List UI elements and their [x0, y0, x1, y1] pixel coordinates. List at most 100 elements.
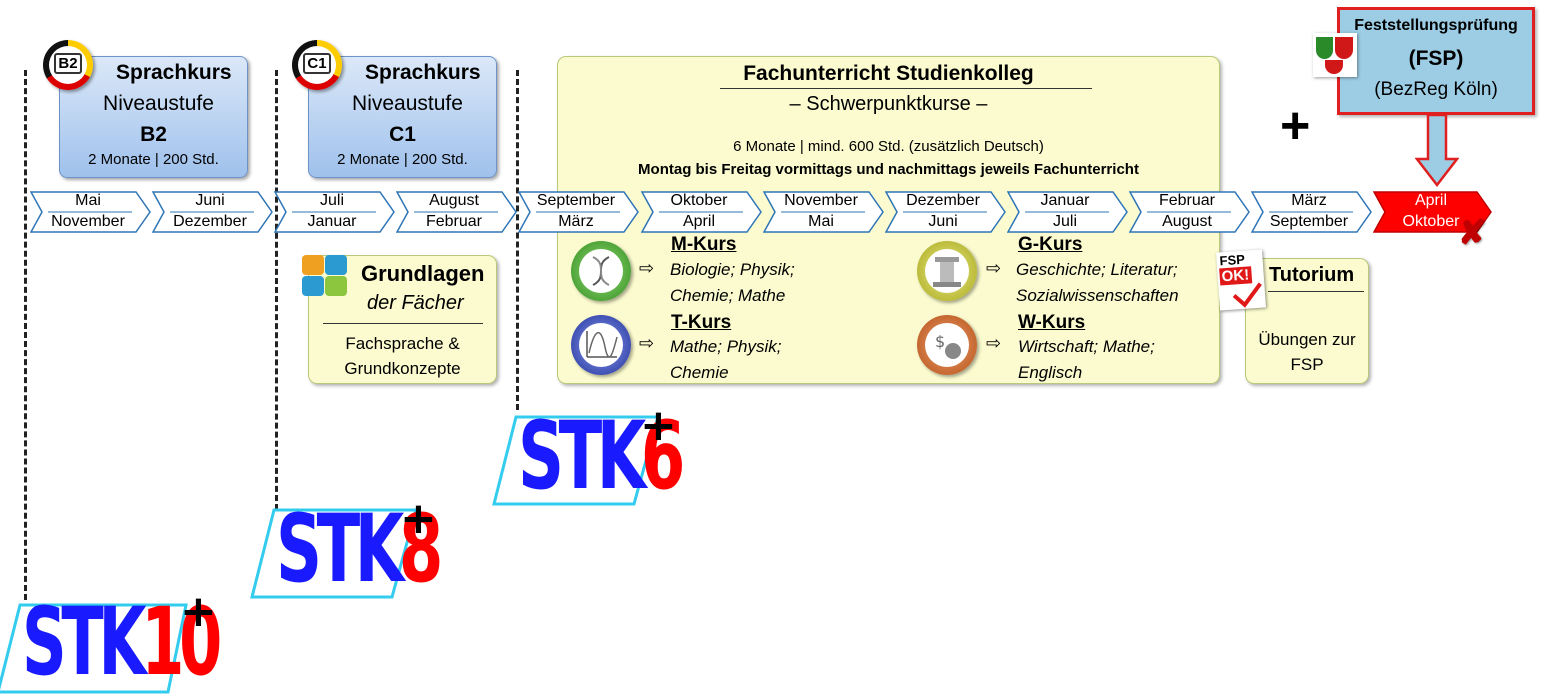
timeline-month-3-first: August [429, 192, 479, 209]
g-kurs-arrow-icon: ⇨ [986, 258, 1002, 278]
timeline-month-9-first: Februar [1158, 192, 1216, 209]
exam-x-icon: ✘ [1458, 214, 1487, 252]
tutorium-line1: Übungen zur [1258, 330, 1356, 349]
timeline-month-9-second: August [1162, 213, 1212, 230]
sprachkurs-c1-duration: 2 Monate | 200 Std. [337, 151, 468, 168]
stk8-plus: + [400, 493, 437, 544]
timeline-month-11-second: Oktober [1402, 213, 1460, 230]
timeline-month-0-second: November [51, 213, 125, 230]
g-kurs-line2: Sozialwissenschaften [1016, 286, 1179, 305]
grundlagen-subtitle: der Fächer [367, 292, 464, 314]
graph-icon [571, 315, 631, 375]
timeline-month-6-first: November [784, 192, 858, 209]
timeline-month-7-first: Dezember [906, 192, 980, 209]
t-kurs-arrow-icon: ⇨ [639, 333, 655, 353]
timeline-month-1-first: Juni [195, 192, 225, 209]
stk6-logo: STK6 + [492, 404, 685, 508]
stk8-number: 8 [398, 495, 444, 604]
stk6-prefix: STK [518, 402, 646, 511]
dna-icon [571, 241, 631, 301]
fachunterricht-info2: Montag bis Freitag vormittags und nachmi… [638, 161, 1139, 178]
t-kurs-line2: Chemie [670, 363, 729, 382]
timeline-month-10-first: März [1291, 192, 1327, 209]
grundlagen-title: Grundlagen [361, 261, 485, 286]
stk10-number: 10 [141, 588, 222, 697]
puzzle-icon [302, 255, 348, 297]
c1-book-icon: C1 [292, 40, 342, 90]
timeline-month-6-second: Mai [808, 213, 834, 230]
t-kurs-line1: Mathe; Physik; [670, 337, 782, 356]
column-icon [917, 241, 977, 301]
timeline-month-7-second: Juni [928, 213, 958, 230]
g-kurs-line1: Geschichte; Literatur; [1016, 260, 1178, 279]
timeline-month-0-first: Mai [75, 192, 101, 209]
separator-stk8 [275, 70, 278, 510]
t-kurs-name: T-Kurs [671, 312, 732, 333]
stk6-plus: + [640, 400, 677, 451]
grundlagen-line2: Grundkonzepte [344, 359, 461, 378]
nrw-coat-of-arms-icon [1313, 33, 1357, 77]
timeline-month-1-second: Dezember [173, 213, 247, 230]
fsp-title: Feststellungsprüfung [1354, 17, 1518, 34]
fsp-abbr: (FSP) [1408, 47, 1464, 70]
timeline-month-5-first: Oktober [670, 192, 728, 209]
stk10-logo: STK10 + [0, 590, 222, 694]
w-kurs-name: W-Kurs [1018, 312, 1086, 333]
fsp-ok-icon: FSP OK! [1216, 249, 1266, 311]
m-kurs-line1: Biologie; Physik; [670, 260, 795, 279]
timeline-month-8-second: Juli [1052, 213, 1077, 230]
money-icon: $ [917, 315, 977, 375]
w-kurs-line2: Englisch [1018, 363, 1083, 382]
timeline-month-4-second: März [558, 213, 594, 230]
sprachkurs-c1-box: Sprachkurs Niveaustufe C1 2 Monate | 200… [308, 56, 497, 178]
sprachkurs-c1-level: C1 [389, 123, 416, 146]
stk6-number: 6 [640, 402, 686, 511]
sprachkurs-b2-title: Sprachkurs [116, 61, 232, 84]
w-kurs-line1: Wirtschaft; Mathe; [1018, 337, 1155, 356]
timeline-month-11-first: April [1414, 192, 1447, 209]
grundlagen-line1: Fachsprache & [345, 334, 460, 353]
tutorium-title: Tutorium [1269, 264, 1355, 286]
sprachkurs-b2-duration: 2 Monate | 200 Std. [88, 151, 219, 168]
tutorium-box: Tutorium Übungen zur FSP [1245, 258, 1369, 384]
tutorium-line2: FSP [1290, 355, 1324, 374]
timeline-month-2-second: Januar [307, 213, 357, 230]
fachunterricht-title: Fachunterricht Studienkolleg [743, 62, 1034, 85]
c1-badge-text: C1 [303, 53, 331, 74]
separator-stk6 [516, 70, 519, 410]
fachunterricht-subtitle: – Schwerpunktkurse – [789, 93, 988, 115]
separator-stk10 [24, 70, 27, 600]
fsp-authority: (BezReg Köln) [1374, 79, 1498, 100]
timeline-month-2-first: Juli [319, 192, 344, 209]
stk10-prefix: STK [22, 588, 147, 697]
stk8-prefix: STK [276, 495, 404, 604]
tutorium-rule [1268, 291, 1364, 292]
sprachkurs-c1-subtitle: Niveaustufe [352, 92, 463, 115]
plus-sign: + [1280, 97, 1311, 155]
fsp-box: Feststellungsprüfung (FSP) (BezReg Köln) [1337, 7, 1535, 115]
sprachkurs-b2-level: B2 [140, 123, 167, 146]
stk8-logo: STK8 + [250, 497, 443, 605]
stk10-plus: + [180, 586, 217, 637]
w-kurs-arrow-icon: ⇨ [986, 333, 1002, 353]
grundlagen-rule [323, 323, 483, 324]
timeline-month-8-first: Januar [1040, 192, 1090, 209]
m-kurs-name: M-Kurs [671, 234, 737, 255]
timeline-month-5-second: April [682, 213, 715, 230]
m-kurs-line2: Chemie; Mathe [670, 286, 786, 305]
fachunterricht-info1: 6 Monate | mind. 600 Std. (zusätzlich De… [733, 138, 1044, 155]
sprachkurs-b2-box: Sprachkurs Niveaustufe B2 2 Monate | 200… [59, 56, 248, 178]
g-kurs-name: G-Kurs [1018, 234, 1083, 255]
fachunterricht-title-rule [720, 88, 1092, 89]
sprachkurs-c1-title: Sprachkurs [365, 61, 481, 84]
sprachkurs-b2-subtitle: Niveaustufe [103, 92, 214, 115]
